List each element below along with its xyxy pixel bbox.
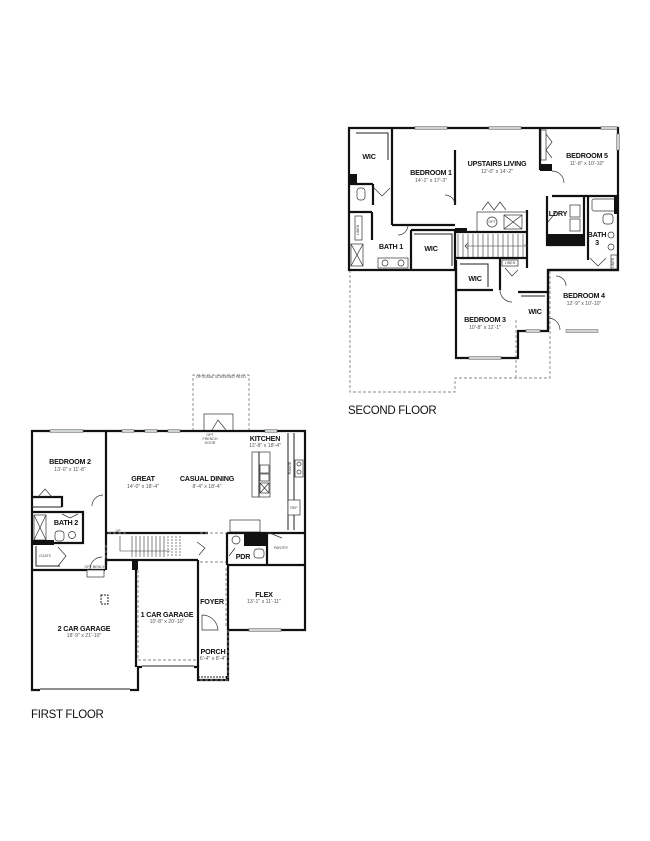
room-dims-bedroom5: 11'-8" x 10'-10": [570, 161, 605, 167]
room-label-wic-bedroom4: WIC: [528, 307, 541, 316]
first-floor-stair: [119, 536, 181, 557]
pantry-label: PANTRY: [274, 546, 289, 550]
room-dims-2-car-garage: 18'-9" x 21'-10": [67, 633, 102, 639]
room-label-pdr: PDR: [236, 552, 252, 561]
stair-up-label: UP: [116, 529, 122, 533]
room-label-upstairs-living: UPSTAIRS LIVING: [468, 159, 527, 168]
room-label-bath3-number: 3: [595, 238, 599, 247]
room-label-wic-bedroom1: WIC: [362, 152, 375, 161]
second-floor-plan: WIC BEDROOM 1 14'-1" x 17'-3" UPSTAIRS L…: [347, 126, 620, 417]
second-floor-title: SECOND FLOOR: [348, 405, 436, 417]
opt-french-door-label-3: DOOR: [205, 441, 216, 445]
opt-label: OPT: [488, 220, 496, 224]
room-label-porch: PORCH: [201, 647, 226, 656]
room-dims-kitchen: 12'-8" x 18'-4": [249, 443, 281, 449]
room-label-casual-dining: CASUAL DINING: [180, 474, 235, 483]
room-label-flex: FLEX: [255, 590, 273, 599]
room-dims-bedroom2: 13'-0" x 11'-8": [54, 467, 86, 473]
linen-label-bath1: LINEN: [356, 224, 360, 235]
room-dims-1-car-garage: 10'-8" x 20'-10": [150, 619, 185, 625]
room-label-wic-bedroom3: WIC: [468, 274, 481, 283]
opt-bench-label: OPT BENCH: [85, 565, 106, 569]
room-dims-upstairs-living: 12'-0" x 14'-2": [481, 169, 513, 175]
room-label-1-car-garage: 1 CAR GARAGE: [141, 610, 194, 619]
ref-label: REF: [290, 506, 298, 510]
room-label-bath3: BATH: [588, 230, 607, 239]
room-label-laundry: LDRY: [549, 209, 568, 218]
room-dims-flex: 13'-1" x 11'-11": [247, 599, 281, 605]
room-label-bedroom4: BEDROOM 4: [563, 291, 605, 300]
room-label-bath2: BATH 2: [54, 518, 78, 527]
room-dims-great: 14'-0" x 18'-4": [127, 484, 159, 490]
room-label-foyer: FOYER: [200, 597, 225, 606]
second-floor-stair: [457, 234, 524, 258]
first-floor-plan: BEDROOM 2 13'-0" x 11'-8" BATH 2 GREAT 1…: [30, 374, 307, 721]
room-dims-bedroom1: 14'-1" x 17'-3": [415, 178, 447, 184]
coats-label: COATS: [39, 554, 52, 558]
optional-patio-label: OPTIONAL SCREENED PATIO: [196, 375, 246, 379]
room-label-bath1: BATH 1: [379, 242, 403, 251]
opt-french-door-label-1: OPT: [206, 433, 214, 437]
linen-label-bath3: LINEN: [611, 257, 615, 268]
room-label-kitchen: KITCHEN: [250, 434, 281, 443]
room-dims-bedroom3: 10'-8" x 12'-1": [469, 325, 501, 331]
room-dims-casual-dining: 8'-4" x 18'-4": [192, 484, 221, 490]
room-label-bedroom3: BEDROOM 3: [464, 315, 506, 324]
room-label-bedroom2: BEDROOM 2: [49, 457, 91, 466]
room-label-bedroom5: BEDROOM 5: [566, 151, 608, 160]
stair-down-label: DN: [522, 244, 528, 248]
first-floor-title: FIRST FLOOR: [31, 709, 104, 721]
room-label-wic-bath1: WIC: [424, 244, 437, 253]
linen-label-hall: LINEN: [505, 261, 516, 265]
room-label-great: GREAT: [131, 474, 155, 483]
room-label-bedroom1: BEDROOM 1: [410, 168, 452, 177]
room-dims-bedroom4: 12'-9" x 10'-10": [567, 301, 602, 307]
range-label: RANGE: [288, 461, 292, 474]
room-label-2-car-garage: 2 CAR GARAGE: [58, 624, 111, 633]
room-dims-porch: 6'-4" x 8'-4": [200, 656, 226, 662]
opt-french-door-label-2: FRENCH: [203, 437, 218, 441]
